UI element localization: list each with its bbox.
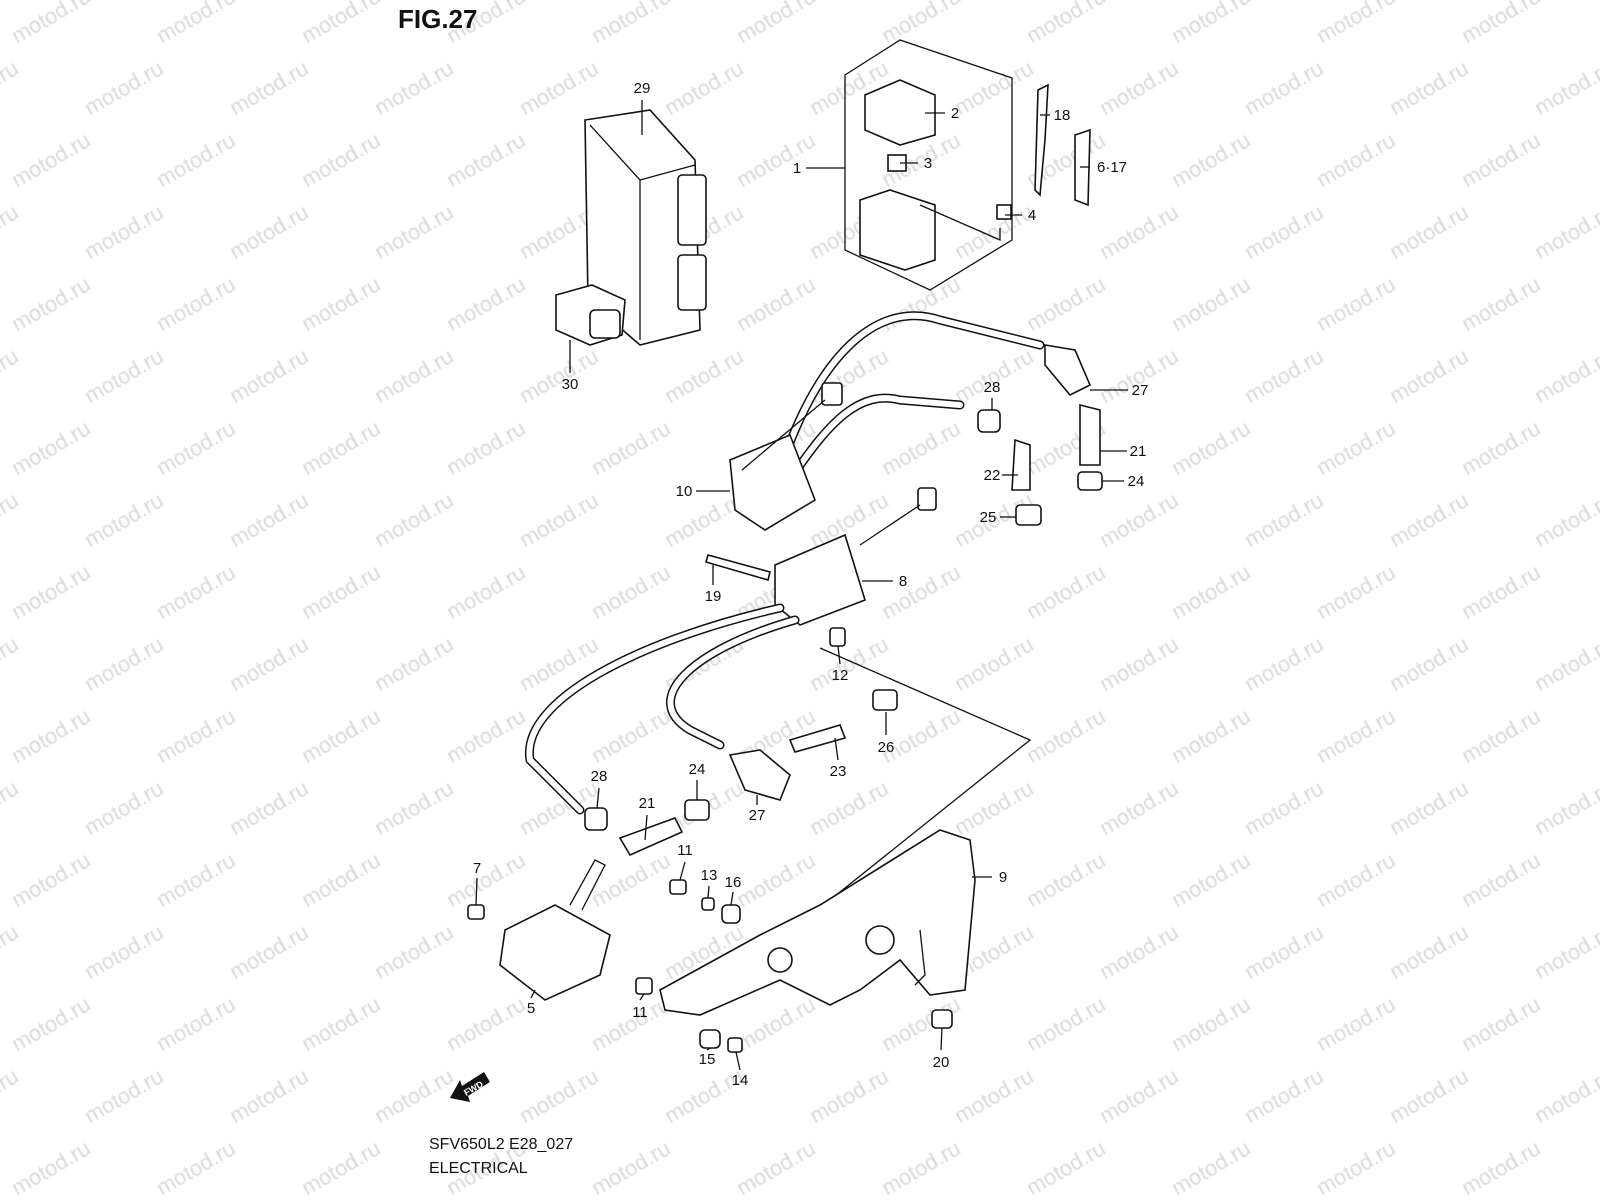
callout-24: 24 — [1128, 473, 1145, 490]
callout-29: 29 — [634, 80, 651, 97]
callout-18: 18 — [1054, 107, 1071, 124]
callout-14: 14 — [732, 1072, 749, 1089]
leader-line — [596, 787, 600, 809]
regulator-part-5 — [499, 859, 611, 1001]
callout-12: 12 — [832, 667, 849, 684]
callout-7: 7 — [473, 860, 481, 877]
callout-10: 10 — [676, 483, 693, 500]
ignition-coil-part-8 — [705, 487, 937, 647]
callout-23: 23 — [830, 763, 847, 780]
leader-line — [730, 891, 734, 906]
leader-line — [530, 989, 536, 999]
leader-line — [475, 877, 478, 906]
cable-tie-part-18 — [1034, 83, 1049, 197]
callout-21: 21 — [639, 795, 656, 812]
callout-8: 8 — [899, 573, 907, 590]
callout-30: 30 — [562, 376, 579, 393]
ignition-cables-lower — [524, 603, 898, 857]
leader-line — [706, 1047, 711, 1051]
relay-part-30 — [555, 284, 626, 346]
bracket-part-9 — [659, 647, 1032, 1016]
leader-line — [940, 1027, 943, 1051]
callout-5: 5 — [527, 1000, 535, 1017]
callout-3: 3 — [924, 155, 932, 172]
leader-line — [644, 814, 648, 841]
callout-28: 28 — [591, 768, 608, 785]
callout-27: 27 — [749, 807, 766, 824]
callout-15: 15 — [699, 1051, 716, 1068]
leader-line — [837, 645, 841, 665]
section-name: ELECTRICAL — [429, 1160, 528, 1177]
callout-28: 28 — [984, 379, 1001, 396]
model-code: SFV650L2 E28_027 — [429, 1136, 574, 1153]
callout-24: 24 — [689, 761, 706, 778]
callout-11: 11 — [677, 842, 693, 859]
ignition-coil-part-10 — [729, 382, 843, 531]
callout-27: 27 — [1132, 382, 1149, 399]
starter-relay-box-part-1 — [844, 39, 1013, 291]
fasteners — [467, 879, 953, 1053]
callout-4: 4 — [1028, 207, 1036, 224]
figure-title: FIG.27 — [398, 4, 478, 34]
callout-22: 22 — [984, 467, 1001, 484]
callout-25: 25 — [980, 509, 997, 526]
callout-11: 11 — [632, 1004, 648, 1021]
leader-line — [707, 885, 710, 899]
leader-line — [639, 993, 645, 1001]
callout-13: 13 — [701, 867, 718, 884]
fwd-arrow-icon: FWD — [450, 1072, 490, 1102]
callout-16: 16 — [725, 874, 742, 891]
callout-2: 2 — [951, 105, 959, 122]
callout-6-17: 6·17 — [1097, 159, 1127, 176]
callout-9: 9 — [999, 869, 1007, 886]
leader-line — [834, 737, 839, 761]
callout-20: 20 — [933, 1054, 950, 1071]
leader-line — [735, 1051, 741, 1071]
ignition-cables-upper — [775, 311, 1103, 526]
callout-26: 26 — [878, 739, 895, 756]
leader-line — [679, 861, 686, 881]
callout-21: 21 — [1130, 443, 1147, 460]
callout-19: 19 — [705, 588, 722, 605]
callout-1: 1 — [793, 160, 801, 177]
